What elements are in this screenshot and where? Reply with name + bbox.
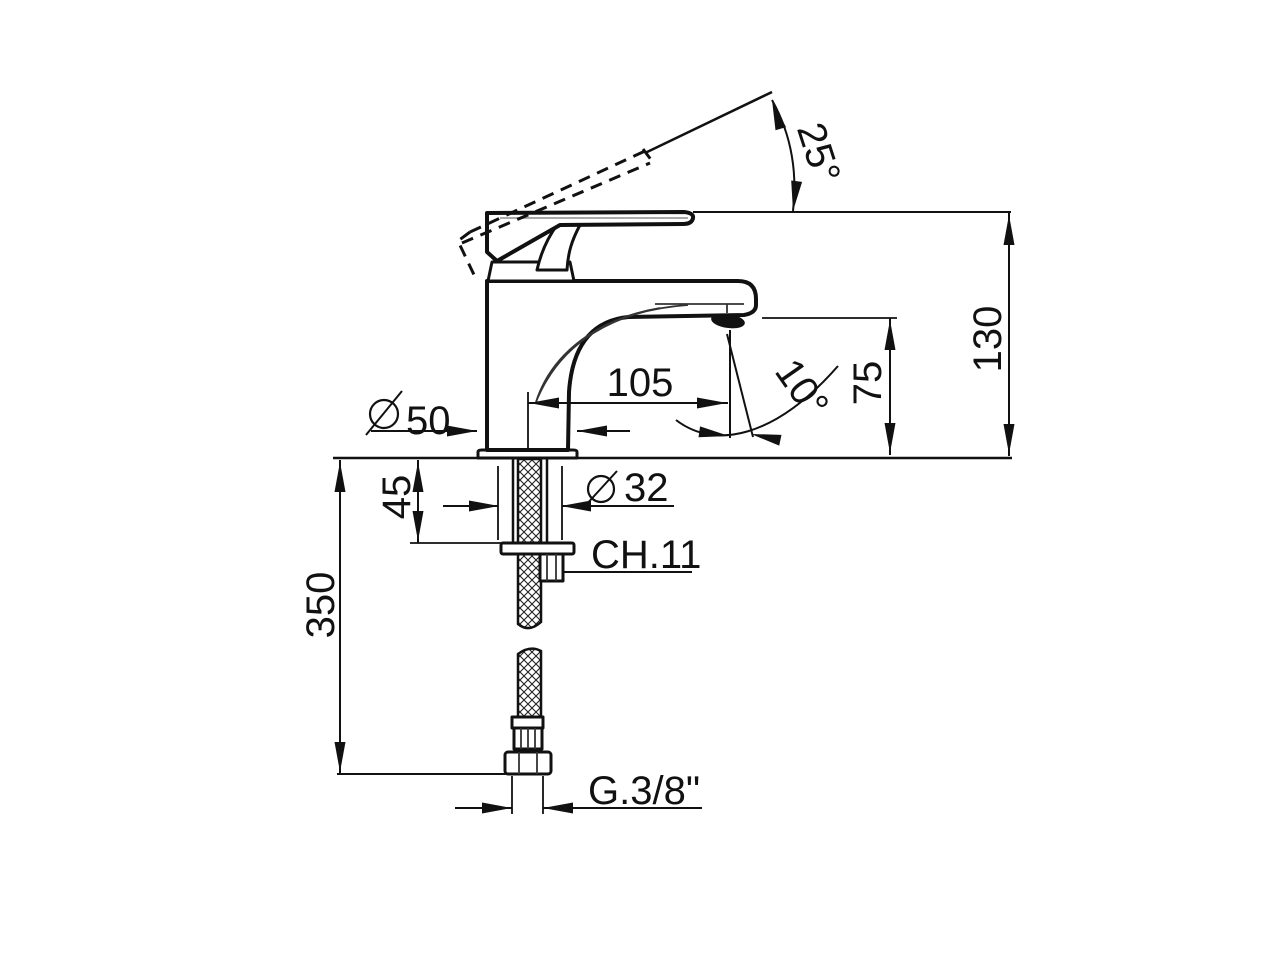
fixing-stud-hex (538, 552, 565, 583)
diameter-symbol-32-slash (584, 470, 618, 507)
faucet-handle (485, 210, 696, 263)
faucet-body-group (333, 148, 1012, 776)
dim-hose-length-label: 350 (299, 572, 343, 639)
faucet-body (485, 279, 758, 452)
dimension-annotations: 25° 130 75 105 (299, 90, 1015, 814)
spout-inner-curve (535, 303, 744, 403)
diameter-symbol-50-slash (365, 390, 403, 436)
diameter-symbol-32 (586, 474, 616, 504)
dim-deck-thickness-label: 45 (375, 475, 419, 520)
hose-hex-nut (503, 750, 553, 776)
dim-spout-height-label: 75 (846, 361, 890, 406)
dim-spout-angle-label: 10° (766, 351, 837, 426)
dim-connection-thread: G.3/8" (455, 769, 702, 814)
dim-hex-size-label: CH.11 (591, 533, 701, 577)
dim-deck-thickness: 45 (375, 460, 504, 544)
supply-hose-lower (516, 647, 543, 719)
outlet-tilted-line (726, 333, 754, 438)
dim-overall-height: 130 (693, 211, 1015, 456)
outlet-angle-arc (675, 365, 839, 437)
dim-handle-angle: 25° (644, 90, 849, 212)
dim-spout-height: 75 (762, 317, 897, 455)
dim-handle-angle-label: 25° (788, 117, 849, 188)
dim-shank-diameter-label: 32 (624, 466, 669, 510)
dim-hex-size: CH.11 (563, 533, 701, 577)
dim-hose-length: 350 (299, 460, 506, 775)
hose-hex-nut-facets (518, 752, 538, 774)
dim-spout-angle: 10° (675, 330, 839, 446)
dim-spout-reach-label: 105 (607, 361, 674, 405)
diameter-symbol-50 (368, 398, 400, 430)
aerator (711, 313, 745, 329)
hose-rib-lines (520, 728, 536, 749)
handle-neck (535, 223, 582, 272)
locknut (499, 541, 576, 556)
hose-collar (510, 715, 545, 730)
dim-connection-thread-label: G.3/8" (588, 769, 700, 813)
dim-base-diameter-label: 50 (406, 399, 451, 443)
shank-extension-lines (497, 466, 563, 540)
fixing-stud-hex-facets (546, 554, 557, 581)
thread-extension-lines (511, 776, 544, 814)
dim-spout-reach: 105 (527, 361, 728, 452)
handle-open-extension-line (644, 90, 773, 155)
dim-base-diameter: 50 (365, 390, 630, 443)
handle-raised-dashed (456, 148, 654, 280)
dim-overall-height-label: 130 (966, 306, 1010, 373)
dim-shank-diameter: 32 (443, 466, 674, 540)
